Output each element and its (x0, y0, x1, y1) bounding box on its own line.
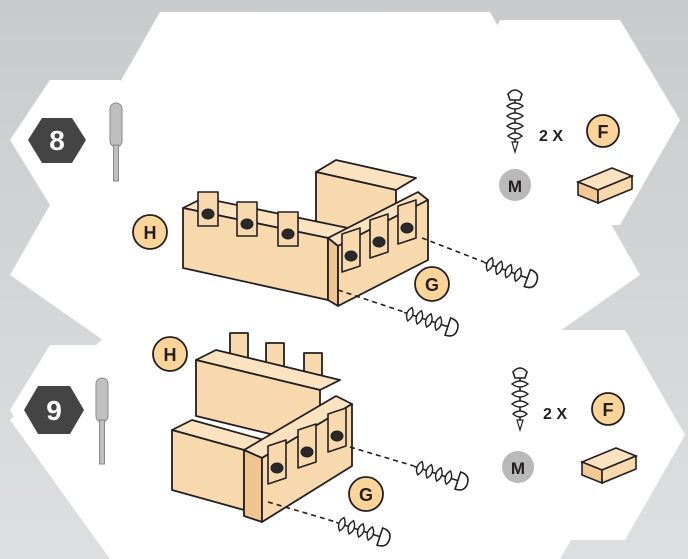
screw-badge (499, 169, 531, 201)
part-g-badge (348, 476, 384, 512)
wood-block-icon (579, 447, 639, 485)
step-number: 8 (49, 125, 65, 156)
parts-panel-bottom (455, 330, 685, 540)
screwdriver-icon (109, 102, 123, 182)
parts-list: 2 X F M (499, 89, 635, 205)
screw-badge-label: M (511, 459, 525, 478)
part-g-label: G (359, 485, 373, 505)
part-h-label: H (144, 223, 157, 243)
block-badge-label: F (603, 400, 614, 420)
step-panel-9 (10, 345, 160, 475)
part-h-badge (132, 214, 168, 250)
step-8: 8 2 X F M (28, 89, 635, 340)
quantity-label: 2 X (539, 128, 563, 145)
block-badge (591, 392, 625, 426)
screw-guides-8 (337, 237, 541, 340)
assembly-8 (182, 159, 429, 307)
parts-list: 2 X F M (502, 367, 639, 485)
part-g-badge (414, 266, 450, 302)
part-h-label: H (164, 345, 177, 365)
block-badge-label: F (598, 122, 609, 142)
wood-block-icon (575, 167, 635, 205)
part-g-label: G (425, 275, 439, 295)
assembly-9 (171, 332, 353, 523)
screw-guides-9 (267, 446, 471, 550)
screw-badge-label: M (508, 177, 522, 196)
step-number: 9 (46, 395, 62, 426)
block-badge (586, 114, 620, 148)
step-9: 9 2 X F M (24, 332, 639, 550)
screw-badge (502, 451, 534, 483)
step-number-badge: 9 (24, 386, 84, 434)
step-number-badge: 8 (28, 118, 86, 163)
quantity-label: 2 X (543, 406, 567, 423)
part-h-badge (152, 336, 188, 372)
screwdriver-icon (95, 377, 109, 465)
